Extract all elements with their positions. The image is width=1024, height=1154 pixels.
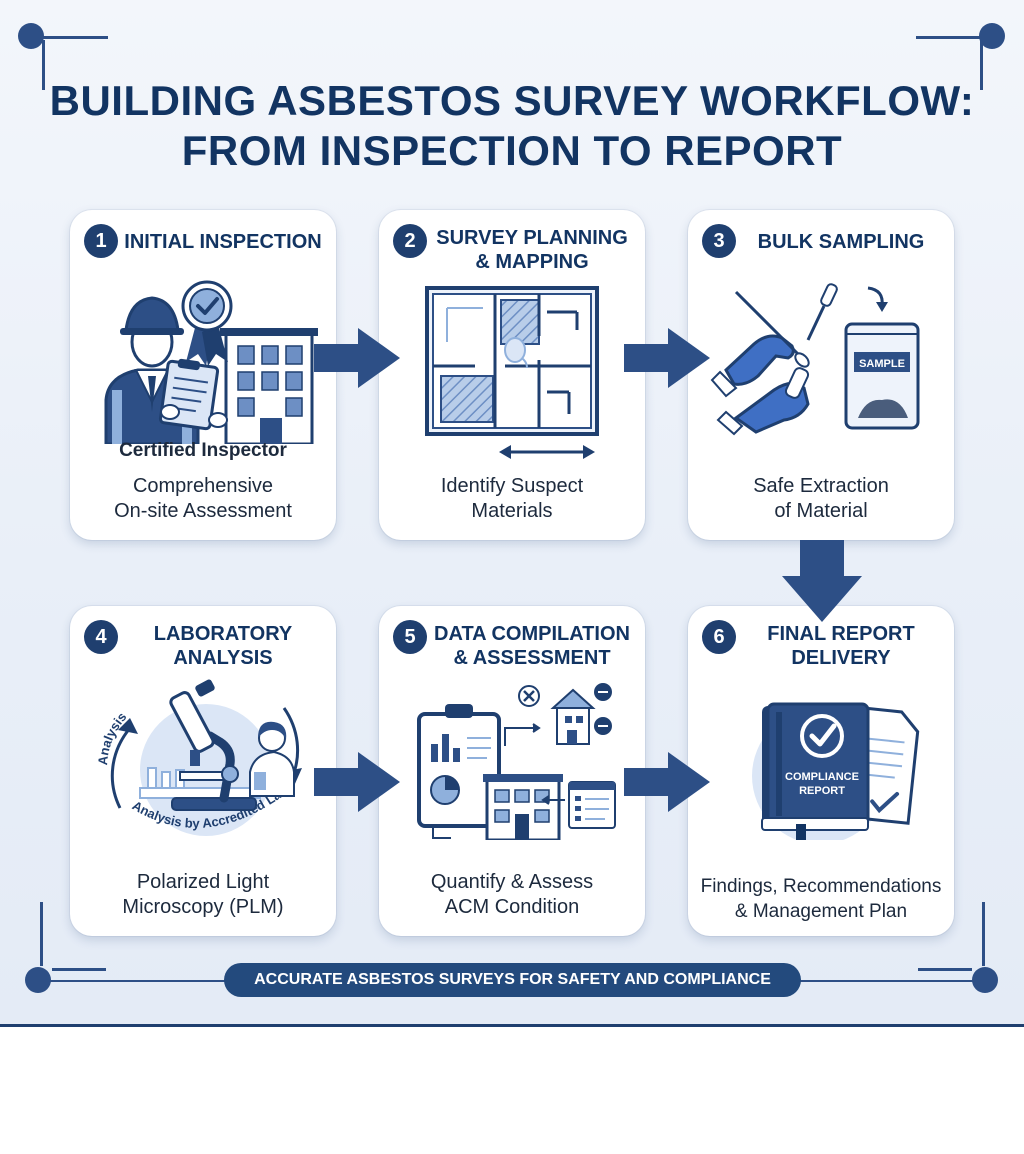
step-caption-2-line-2: Materials xyxy=(471,500,553,522)
step-header-1: 1 INITIAL INSPECTION xyxy=(84,224,322,280)
step-title-6: FINAL REPORT DELIVERY xyxy=(742,622,940,670)
corner-line-top-right-vertical xyxy=(980,40,983,90)
corner-line-top-right xyxy=(916,36,996,39)
step-number-badge-2: 2 xyxy=(393,224,427,258)
step-title-5: DATA COMPILATION & ASSESSMENT xyxy=(433,622,631,670)
data-compilation-illustration xyxy=(417,683,616,840)
step-header-2: 2 SURVEY PLANNING & MAPPING xyxy=(393,224,631,280)
step-title-3: BULK SAMPLING xyxy=(757,231,925,253)
step-caption-5-line-2: ACM Condition xyxy=(444,896,580,918)
step-card-5: 5 DATA COMPILATION & ASSESSMENT xyxy=(379,606,645,936)
checkmark-icon xyxy=(800,714,844,758)
inspector-illustration xyxy=(104,280,318,444)
step-caption-6: Findings, Recommendations & Management P… xyxy=(698,874,944,924)
step-caption-4-line-1: Polarized Light xyxy=(136,871,270,893)
step-title-4: LABORATORY ANALYSIS xyxy=(124,622,322,670)
corner-line-bottom-right xyxy=(918,968,972,971)
step-card-2: 2 SURVEY PLANNING & MAPPING xyxy=(379,210,645,540)
step-number-badge-6: 6 xyxy=(702,620,736,654)
step-caption-6-line-1: Findings, Recommendations xyxy=(700,876,942,897)
certified-badge-icon xyxy=(181,280,233,366)
dimension-arrow-icon xyxy=(499,445,595,459)
close-icon xyxy=(518,685,540,707)
step-caption-3: Safe Extraction of Material xyxy=(698,474,944,524)
step-card-1: 1 INITIAL INSPECTION xyxy=(70,210,336,540)
scientist-icon xyxy=(249,721,295,797)
flow-arrow-1-to-2 xyxy=(314,328,400,388)
step-caption-2: Identify Suspect Materials xyxy=(389,474,635,524)
step-caption-5-line-1: Quantify & Assess xyxy=(430,871,594,893)
microscope-icon xyxy=(169,679,257,811)
poster-bottom-rule xyxy=(0,1024,1024,1027)
floor-plan-icon xyxy=(425,286,599,436)
step-number-badge-3: 3 xyxy=(702,224,736,258)
step-title-2-line-1: SURVEY PLANNING xyxy=(436,227,628,249)
gloved-hands-icon xyxy=(710,334,810,436)
flow-arrow-2-to-3 xyxy=(624,328,710,388)
step-title-6-line-2: DELIVERY xyxy=(791,647,891,669)
title-line-1: BUILDING ASBESTOS SURVEY WORKFLOW: xyxy=(49,77,975,124)
step-title-5-line-2: & ASSESSMENT xyxy=(453,647,611,669)
page-title: BUILDING ASBESTOS SURVEY WORKFLOW: FROM … xyxy=(40,76,984,176)
step-caption-1-line-1: Comprehensive xyxy=(132,475,274,497)
corner-dot-top-right xyxy=(979,23,1005,49)
laboratory-illustration: Analysis Analysis by Accredited Lab xyxy=(95,679,302,836)
title-line-2: FROM INSPECTION TO REPORT xyxy=(181,127,843,174)
step-caption-6-line-2: & Management Plan xyxy=(734,901,908,922)
swab-icon xyxy=(734,290,810,368)
step-card-4: 4 LABORATORY ANALYSIS Analysis Analysis … xyxy=(70,606,336,936)
building-grid-icon xyxy=(483,774,563,840)
dropper-icon xyxy=(806,283,888,341)
step-header-6: 6 FINAL REPORT DELIVERY xyxy=(702,620,940,676)
step-caption-1-line-2: On-site Assessment xyxy=(114,500,292,522)
corner-line-bottom-left-vertical xyxy=(40,902,43,966)
step-card-3: 3 BULK SAMPLING xyxy=(688,210,954,540)
step-title-4-line-1: LABORATORY xyxy=(153,623,293,645)
step-header-3: 3 BULK SAMPLING xyxy=(702,224,940,280)
sample-bag-label: SAMPLE xyxy=(859,358,905,370)
corner-line-top-left-vertical xyxy=(42,40,45,90)
corner-line-bottom-left-ext xyxy=(40,980,225,982)
book-label-line-2: REPORT xyxy=(799,785,845,797)
step-card-6: 6 FINAL REPORT DELIVERY xyxy=(688,606,954,936)
step-caption-4: Polarized Light Microscopy (PLM) xyxy=(80,870,326,920)
step-caption-3-line-2: of Material xyxy=(774,500,868,522)
step-number-badge-4: 4 xyxy=(84,620,118,654)
corner-dot-top-left xyxy=(18,23,44,49)
clipboard-icon xyxy=(158,358,228,431)
step-title-4-line-2: ANALYSIS xyxy=(173,647,273,669)
step-title-5-line-1: DATA COMPILATION xyxy=(434,623,630,645)
corner-line-bottom-left xyxy=(52,968,106,971)
step-number-badge-1: 1 xyxy=(84,224,118,258)
corner-line-top-left xyxy=(30,36,108,39)
step-title-2: SURVEY PLANNING & MAPPING xyxy=(433,226,631,274)
final-report-illustration: COMPLIANCE REPORT xyxy=(752,702,920,840)
step-header-4: 4 LABORATORY ANALYSIS xyxy=(84,620,322,676)
step-header-5: 5 DATA COMPILATION & ASSESSMENT xyxy=(393,620,631,676)
infographic-poster: BUILDING ASBESTOS SURVEY WORKFLOW: FROM … xyxy=(0,0,1024,1024)
bulk-sampling-illustration: SAMPLE xyxy=(710,283,920,436)
house-icon xyxy=(550,683,612,745)
step-caption-3-line-1: Safe Extraction xyxy=(753,475,889,497)
data-clipboard-icon xyxy=(417,704,501,828)
flow-arrow-5-to-6 xyxy=(624,752,710,812)
step-title-2-line-2: & MAPPING xyxy=(475,251,589,273)
book-label-line-1: COMPLIANCE xyxy=(785,771,859,783)
flow-arrow-4-to-5 xyxy=(314,752,400,812)
sample-bag-icon xyxy=(844,322,920,430)
corner-line-bottom-right-ext xyxy=(800,980,985,982)
step-subtitle-1: Certified Inspector xyxy=(119,440,287,461)
flow-arrow-3-to-6 xyxy=(782,540,862,622)
step-title-6-line-1: FINAL REPORT xyxy=(767,623,915,645)
step-number-badge-5: 5 xyxy=(393,620,427,654)
footer-banner: ACCURATE ASBESTOS SURVEYS FOR SAFETY AND… xyxy=(224,963,801,997)
checklist-icon xyxy=(568,781,616,829)
building-icon xyxy=(220,328,318,444)
step-caption-4-line-2: Microscopy (PLM) xyxy=(122,896,284,918)
step-caption-1: Comprehensive On-site Assessment xyxy=(80,474,326,524)
step-caption-5: Quantify & Assess ACM Condition xyxy=(389,870,635,920)
step-title-1: INITIAL INSPECTION xyxy=(124,231,322,253)
corner-line-bottom-right-vertical xyxy=(982,902,985,966)
step-caption-2-line-1: Identify Suspect xyxy=(440,475,584,497)
